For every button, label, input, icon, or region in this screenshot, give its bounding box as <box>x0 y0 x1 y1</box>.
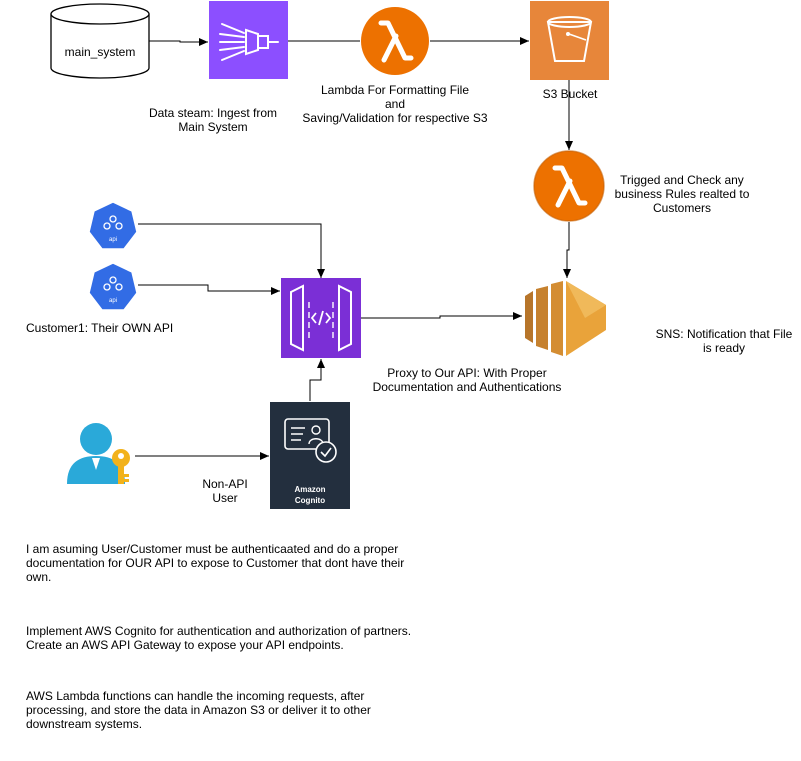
edge-api2-to-gateway <box>138 284 280 295</box>
label-line: Data steam: Ingest from <box>148 106 278 120</box>
label-line: Main System <box>178 120 248 134</box>
data-stream-label: Data steam: Ingest from Main System <box>138 106 288 134</box>
note-line: I am asuming User/Customer must be authe… <box>26 542 399 556</box>
cognito-title: Cognito <box>295 496 325 505</box>
note-authentication: I am asuming User/Customer must be authe… <box>26 542 426 584</box>
kubernetes-api-icon: api <box>88 201 138 250</box>
api-gateway-icon <box>281 278 361 358</box>
note-line: processing, and store the data in Amazon… <box>26 703 371 717</box>
edge-main-to-stream <box>149 38 208 46</box>
customer-label: Customer1: Their OWN API <box>26 321 174 335</box>
main-system-label: main_system <box>64 45 136 59</box>
lambda-rules-label: Trigged and Check any business Rules rea… <box>607 173 757 215</box>
edge-lambda-rules-to-sns <box>563 222 571 278</box>
edge-gateway-to-sns <box>361 312 522 320</box>
lambda-icon <box>361 7 429 75</box>
sns-icon <box>525 281 606 356</box>
connectors <box>135 37 573 460</box>
label-line: Customers <box>652 201 711 215</box>
note-line: Create an AWS API Gateway to expose your… <box>26 638 344 652</box>
edge-cognito-to-gateway <box>309 359 325 401</box>
label-line: SNS: Notification that File <box>655 327 793 341</box>
label-line: Lambda For Formatting File <box>320 83 470 97</box>
sns-label: SNS: Notification that File is ready <box>648 327 800 355</box>
edge-api1-to-gateway <box>138 223 325 278</box>
kubernetes-api-icon: api <box>88 262 138 311</box>
label-line: and <box>384 97 406 111</box>
lambda-icon <box>533 150 605 222</box>
label-line: Documentation and Authentications <box>372 380 562 394</box>
api-badge: api <box>109 298 117 304</box>
label-line: Trigged and Check any <box>620 173 744 187</box>
user-label: Non-API User <box>190 477 260 505</box>
label-line: User <box>212 491 238 505</box>
kinesis-data-stream-icon <box>209 1 288 79</box>
label-line: business Rules realted to <box>614 187 750 201</box>
note-cognito: Implement AWS Cognito for authentication… <box>26 624 426 652</box>
note-line: AWS Lambda functions can handle the inco… <box>26 689 365 703</box>
label-line: is ready <box>702 341 746 355</box>
cognito-title: Amazon <box>294 485 325 494</box>
note-lambda: AWS Lambda functions can handle the inco… <box>26 689 426 731</box>
s3-bucket-icon <box>530 1 609 80</box>
label-line: Proxy to Our API: With Proper <box>387 366 547 380</box>
lambda-format-label: Lambda For Formatting File and Saving/Va… <box>295 83 495 125</box>
database-cylinder-icon <box>50 3 150 79</box>
note-line: own. <box>26 570 52 584</box>
note-line: Implement AWS Cognito for authentication… <box>26 624 412 638</box>
note-line: downstream systems. <box>26 717 143 731</box>
cognito-icon: Amazon Cognito <box>270 402 350 509</box>
user-with-key-icon <box>67 423 130 484</box>
note-line: documentation for OUR API to expose to C… <box>26 556 405 570</box>
s3-bucket-label: S3 Bucket <box>542 87 598 101</box>
label-line: Non-API <box>202 477 248 491</box>
api-badge: api <box>109 237 117 243</box>
api-gateway-label: Proxy to Our API: With Proper Documentat… <box>362 366 572 394</box>
label-line: Saving/Validation for respective S3 <box>302 111 488 125</box>
